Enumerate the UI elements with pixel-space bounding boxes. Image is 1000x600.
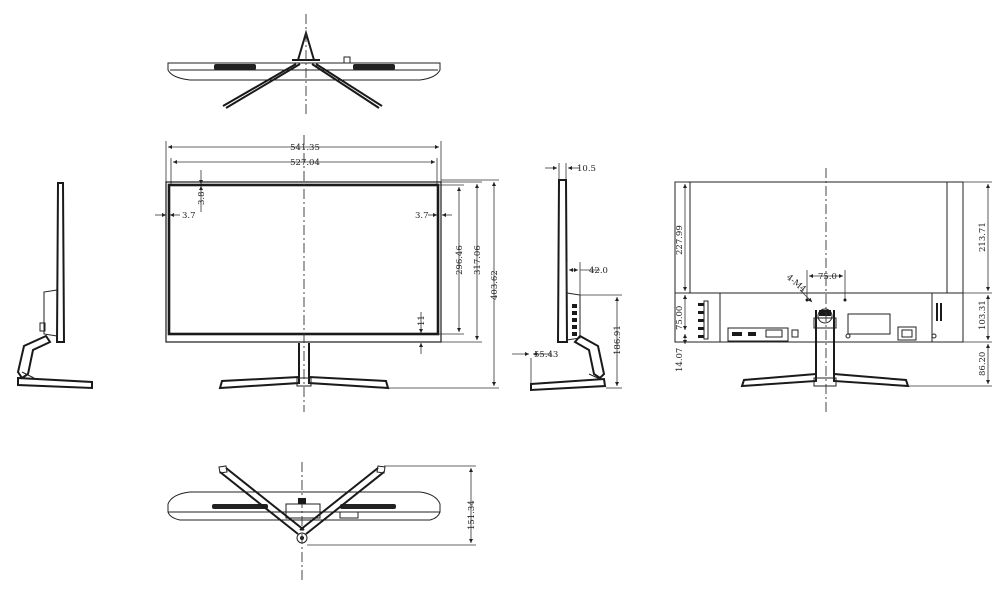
rear-view: 227.99 75.00 14.07 75.0 4-M4	[674, 168, 992, 412]
dim-body-depth: 42.0	[589, 266, 608, 276]
vent-left-bottom	[212, 504, 268, 509]
dim-neck-height: 186.91	[613, 325, 623, 355]
dim-bezel-left: 3.7	[182, 211, 196, 221]
front-bezel	[165, 181, 442, 343]
vent-right-bottom	[340, 504, 396, 509]
top-view	[167, 14, 441, 116]
dim-screen-height: 296.46	[455, 245, 465, 275]
left-side-view	[16, 182, 93, 390]
dim-bezel-top: 3.8	[197, 191, 207, 205]
front-screen	[167, 183, 440, 336]
dim-rear-upper-left: 227.99	[675, 225, 685, 255]
vent-right-top	[353, 64, 395, 70]
dim-rear-mid-left: 75.00	[675, 306, 685, 330]
bottom-view: 151.34	[167, 462, 477, 580]
dim-rear-lower-right: 86.20	[978, 352, 988, 376]
dim-bezel-right: 3.7	[415, 211, 429, 221]
dim-screen-width: 527.04	[290, 158, 320, 168]
dim-panel-height: 317.06	[473, 245, 483, 275]
dim-rear-upper-right: 213.71	[978, 222, 988, 252]
front-view: 541.35 527.04 3.8 3.7 3.7 11 296.46 317.…	[155, 135, 500, 412]
dim-rear-lower-left: 14.07	[675, 348, 685, 372]
dim-stand-offset: 55.43	[534, 350, 558, 360]
vesa-screw-label: 4-M4	[784, 273, 808, 295]
dim-base-depth: 151.34	[467, 500, 477, 530]
dim-panel-thickness: 10.5	[577, 164, 596, 174]
dim-rear-mid-right: 103.31	[978, 300, 988, 330]
dim-bezel-bottom: 11	[417, 315, 427, 326]
dim-overall-width: 541.35	[290, 143, 320, 153]
dim-total-height: 403.62	[490, 270, 500, 300]
dim-vesa-spacing: 75.0	[818, 272, 837, 282]
vent-left-top	[214, 64, 256, 70]
right-side-view: 10.5 42.0 186.91 55.43	[512, 163, 623, 392]
